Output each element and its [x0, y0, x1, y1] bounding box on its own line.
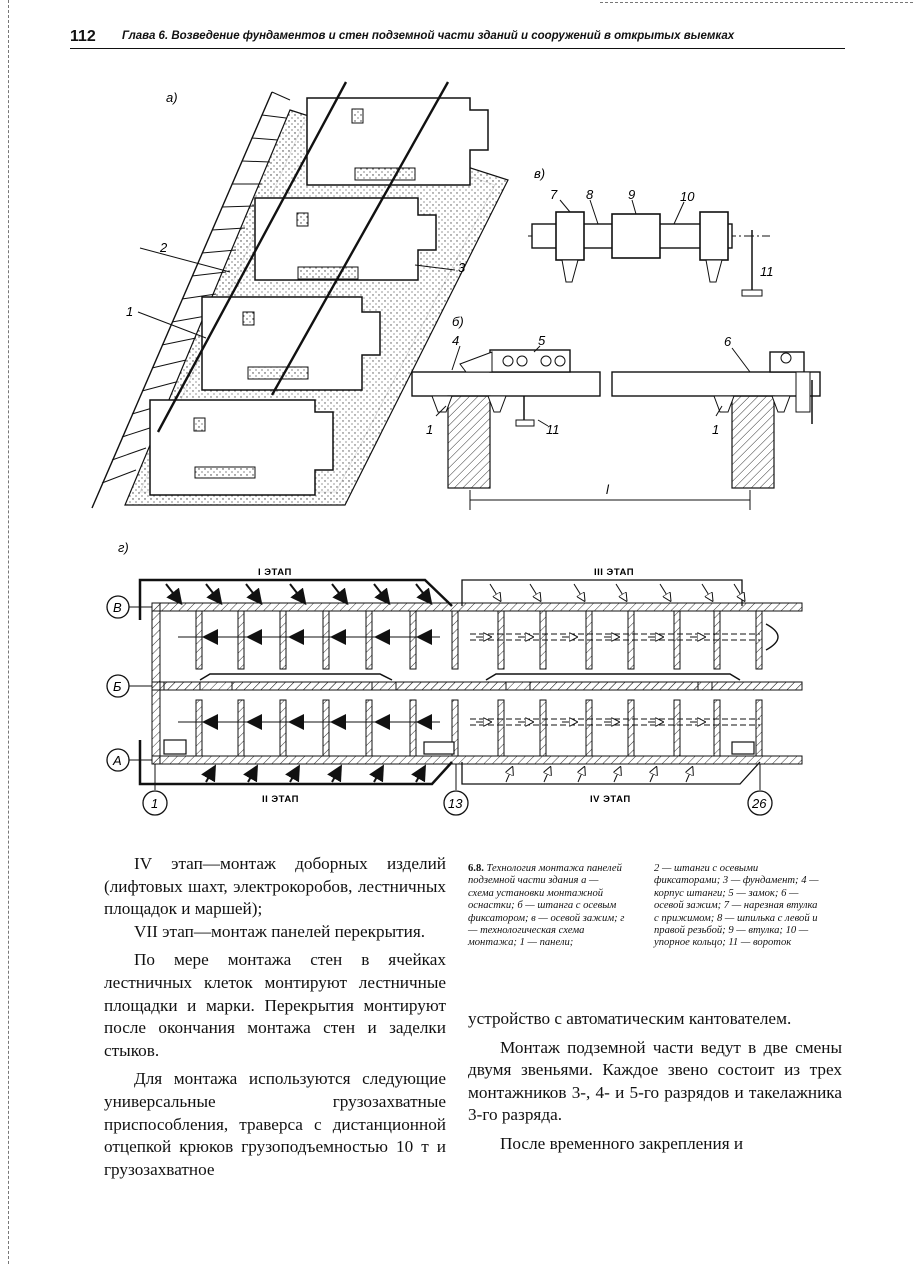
- scan-edge: [8, 0, 9, 1264]
- figure-number: 6.8.: [468, 863, 484, 874]
- panel-label-a: а): [166, 90, 178, 105]
- panel-b-rod: б) 4 5 6 1 11 1 l: [411, 314, 821, 510]
- caption-text: Технология монтажа панелей подземной час…: [468, 863, 625, 949]
- axis-label-v: В: [113, 600, 122, 615]
- panel-label-v: в): [534, 166, 545, 181]
- panel-a-installation-scheme: а): [91, 81, 509, 509]
- callout-v-8: 8: [586, 187, 594, 202]
- span-label: l: [606, 482, 610, 497]
- paragraph: устройство с автоматическим кантователем…: [468, 1009, 792, 1028]
- panel-label-g: г): [118, 540, 129, 555]
- header-rule: [70, 48, 845, 49]
- scan-edge-top: [600, 2, 913, 3]
- marker-26: 26: [751, 796, 767, 811]
- paragraph: IV этап—монтаж доборных изделий (лифтовы…: [104, 854, 446, 919]
- callout-b-6: 6: [724, 334, 732, 349]
- chapter-title: Глава 6. Возведение фундаментов и стен п…: [122, 30, 735, 42]
- callout-b-4: 4: [452, 333, 459, 348]
- body-text-left: IV этап—монтаж доборных изделий (лифтовы…: [104, 853, 446, 1181]
- callout-a-3: 3: [458, 260, 466, 275]
- axis-label-a: А: [112, 753, 122, 768]
- callout-b-1b: 1: [712, 422, 719, 437]
- paragraph: VII этап—монтаж панелей перекрытия.: [134, 921, 426, 941]
- axis-label-b: Б: [113, 679, 122, 694]
- stage-label-4: IV ЭТАП: [590, 794, 631, 805]
- paragraph: Для монтажа используются следующие униве…: [104, 1069, 446, 1179]
- axis-markers: В Б А: [106, 595, 152, 772]
- callout-a-1: 1: [126, 304, 133, 319]
- callout-v-7: 7: [550, 187, 558, 202]
- page-header: 112 Глава 6. Возведение фундаментов и ст…: [70, 28, 845, 48]
- callout-v-9: 9: [628, 187, 635, 202]
- panel-g-assembly-scheme: г) I ЭТАП III ЭТАП II ЭТАП IV ЭТАП В Б А: [106, 540, 803, 816]
- figure-caption-right: 2 — штанги с осевыми фиксаторами; 3 — фу…: [654, 863, 822, 950]
- stage-label-1: I ЭТАП: [258, 567, 292, 578]
- stage-label-2: II ЭТАП: [262, 794, 299, 805]
- callout-b-11: 11: [546, 422, 560, 437]
- marker-1: 1: [151, 796, 158, 811]
- callout-b-5: 5: [538, 333, 546, 348]
- callout-v-11: 11: [760, 264, 774, 279]
- figure-6-8: а): [91, 81, 821, 816]
- paragraph: После временного закрепления и: [500, 1133, 744, 1153]
- stage-label-3: III ЭТАП: [594, 567, 634, 578]
- callout-v-10: 10: [680, 189, 695, 204]
- caption-legend: 2 — штанги с осевыми фиксаторами; 3 — фу…: [654, 863, 819, 949]
- paragraph: Монтаж подземной части ведут в две смены…: [468, 1037, 842, 1125]
- marker-13: 13: [448, 796, 463, 811]
- body-text-right: устройство с автоматическим кантователем…: [468, 1008, 842, 1156]
- panel-label-b: б): [452, 314, 464, 329]
- callout-a-2: 2: [159, 240, 168, 255]
- callout-b-1a: 1: [426, 422, 433, 437]
- panel-v-axial-clamp: в) 7 8 9 10 11: [528, 166, 774, 297]
- sequence-markers: 1 13 26: [142, 764, 773, 816]
- page-number: 112: [70, 28, 96, 45]
- figure-caption-left: 6.8. Технология монтажа панелей подземно…: [468, 863, 626, 950]
- paragraph: По мере монтажа стен в ячейках лестничны…: [104, 950, 446, 1060]
